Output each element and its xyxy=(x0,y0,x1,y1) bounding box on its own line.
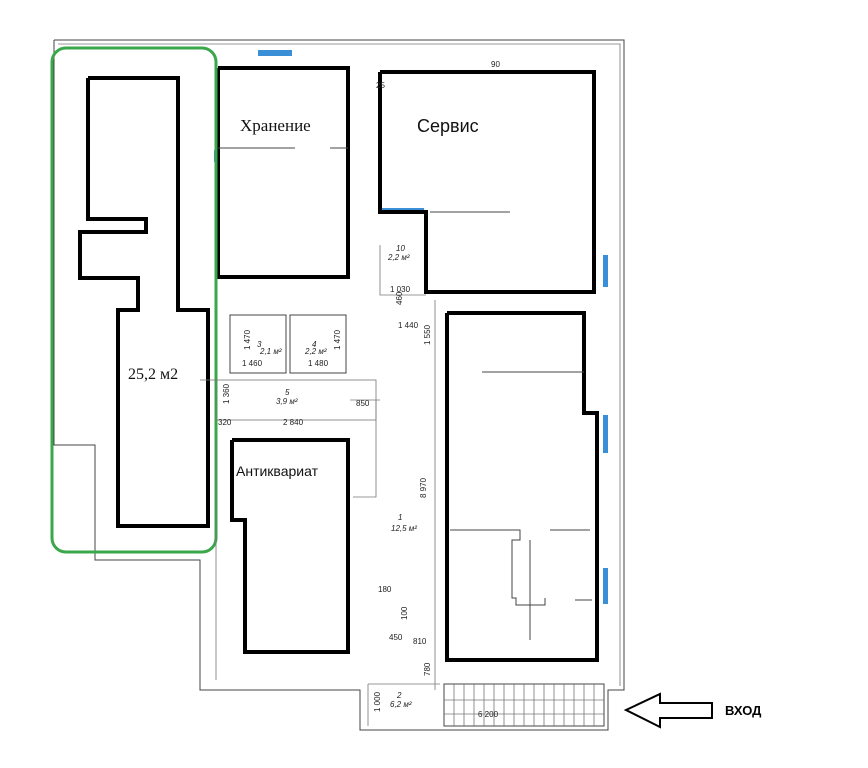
svg-text:1 470: 1 470 xyxy=(243,329,252,350)
window-top xyxy=(258,50,292,56)
svg-text:810: 810 xyxy=(413,637,427,646)
svg-text:100: 100 xyxy=(400,606,409,620)
svg-text:450: 450 xyxy=(389,633,403,642)
entrance-label: ВХОД xyxy=(725,703,762,718)
svg-text:90: 90 xyxy=(491,60,500,69)
entrance-marker: ВХОД xyxy=(623,692,762,729)
room-service: Сервис xyxy=(378,70,596,294)
area-labels: 10 2,2 м² 1 12,5 м² 2 6,2 м² xyxy=(387,244,417,709)
svg-text:5: 5 xyxy=(285,388,290,397)
window-right-3 xyxy=(603,568,608,604)
svg-text:460: 460 xyxy=(395,291,404,305)
interior-lines xyxy=(200,245,436,690)
window-right-1 xyxy=(603,255,608,287)
svg-text:2,2 м²: 2,2 м² xyxy=(387,253,410,262)
highlighted-area-label: 25,2 м2 xyxy=(128,366,178,383)
svg-text:780: 780 xyxy=(423,662,432,676)
room-right-large xyxy=(445,311,599,662)
svg-text:2,1 м²: 2,1 м² xyxy=(259,347,282,356)
highlighted-room: 25,2 м2 xyxy=(50,46,218,554)
svg-text:2 840: 2 840 xyxy=(283,418,304,427)
svg-text:25: 25 xyxy=(376,81,385,90)
svg-text:180: 180 xyxy=(378,585,392,594)
building-outline xyxy=(53,39,625,731)
svg-text:320: 320 xyxy=(218,418,232,427)
storage-label: Хранение xyxy=(240,116,311,135)
svg-text:3: 3 xyxy=(257,340,262,349)
svg-text:1 480: 1 480 xyxy=(308,359,329,368)
room-wc2: 4 2,2 м² xyxy=(289,314,347,374)
svg-text:6 200: 6 200 xyxy=(478,710,499,719)
svg-text:10: 10 xyxy=(396,244,405,253)
svg-text:4: 4 xyxy=(312,340,317,349)
antiques-label: Антиквариат xyxy=(236,463,319,479)
svg-text:1 440: 1 440 xyxy=(398,321,419,330)
dimensions: 1 470 1 470 1 460 1 480 1 360 320 2 840 … xyxy=(218,60,500,719)
entrance-steps xyxy=(367,683,605,727)
room-antiques: Антиквариат xyxy=(230,438,350,654)
entrance-arrow-icon xyxy=(623,692,713,729)
room-storage: Хранение xyxy=(216,66,350,279)
svg-text:8 970: 8 970 xyxy=(419,477,428,498)
svg-text:1 360: 1 360 xyxy=(222,383,231,404)
window-right-2 xyxy=(603,415,608,453)
svg-text:12,5 м²: 12,5 м² xyxy=(391,524,417,533)
svg-text:2: 2 xyxy=(396,691,402,700)
svg-text:6,2 м²: 6,2 м² xyxy=(390,700,412,709)
svg-text:2,2 м²: 2,2 м² xyxy=(304,347,327,356)
room-wc1: 3 2,1 м² xyxy=(229,314,287,374)
svg-text:1: 1 xyxy=(398,513,402,522)
svg-text:1 000: 1 000 xyxy=(373,691,382,712)
svg-text:1 550: 1 550 xyxy=(423,324,432,345)
highlight-frame xyxy=(50,46,218,554)
svg-text:850: 850 xyxy=(356,399,370,408)
service-label: Сервис xyxy=(417,116,479,136)
svg-text:1 460: 1 460 xyxy=(242,359,263,368)
svg-text:1 470: 1 470 xyxy=(333,329,342,350)
svg-text:3,9 м²: 3,9 м² xyxy=(276,397,298,406)
svg-text:1 030: 1 030 xyxy=(390,285,411,294)
